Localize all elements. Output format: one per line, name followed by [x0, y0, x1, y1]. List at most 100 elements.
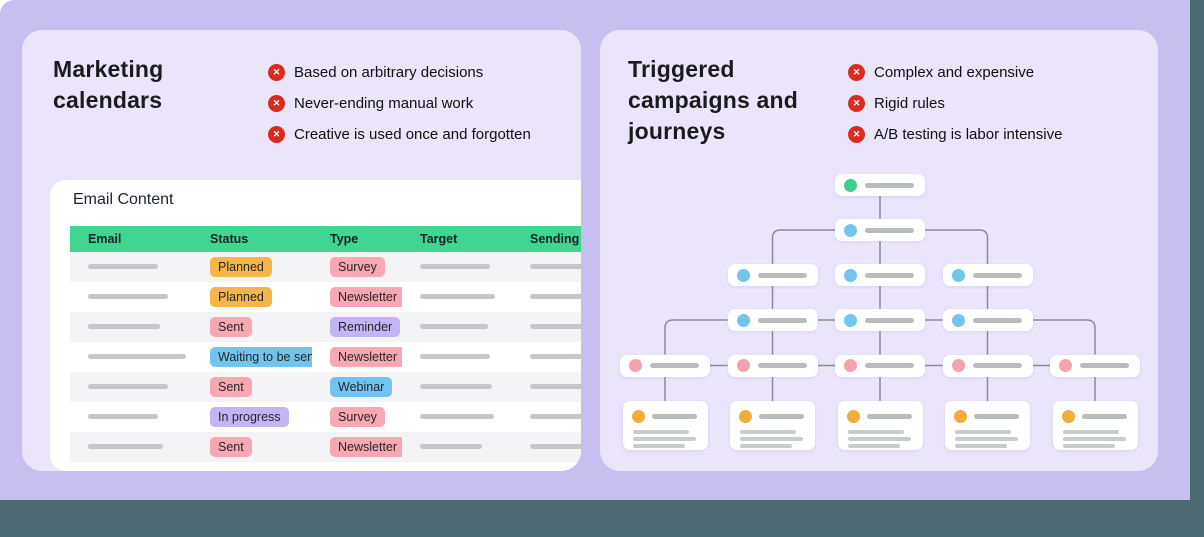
type-badge: Newsletter	[330, 437, 402, 457]
marketing-calendars-panel: Marketing calendars ✕ Based on arbitrary…	[22, 30, 581, 471]
journey-node	[835, 354, 925, 377]
node-label-placeholder	[865, 272, 914, 278]
node-label-placeholder	[1080, 363, 1129, 368]
node-label-placeholder	[757, 363, 807, 368]
list-item: ✕ Rigid rules	[848, 94, 1062, 112]
card-title-placeholder	[866, 414, 912, 419]
column-header-email: Email	[88, 232, 122, 246]
card-text-placeholder	[632, 437, 696, 441]
table-row: In progress Survey	[70, 402, 581, 432]
node-label-placeholder	[865, 182, 914, 188]
journey-detail-card	[837, 401, 923, 450]
status-badge: In progress	[210, 407, 289, 427]
journey-diagram	[600, 30, 1158, 471]
email-placeholder-bar	[88, 324, 160, 330]
journey-node	[727, 354, 818, 377]
node-status-dot	[844, 268, 857, 282]
sending-placeholder-bar	[530, 324, 581, 330]
node-label-placeholder	[757, 317, 807, 323]
card-title-placeholder	[759, 414, 804, 419]
bullet-text: Creative is used once and forgotten	[294, 125, 531, 143]
node-status-dot	[951, 313, 965, 327]
target-placeholder-bar	[420, 414, 494, 420]
email-placeholder-bar	[88, 354, 186, 360]
node-label-placeholder	[972, 363, 1022, 368]
teal-edge-bottom	[0, 500, 1204, 537]
card-text-placeholder	[955, 430, 1011, 434]
triggered-campaigns-panel: Triggered campaigns and journeys ✕ Compl…	[600, 30, 1158, 471]
journey-node	[620, 354, 710, 377]
left-bullet-list: ✕ Based on arbitrary decisions ✕ Never-e…	[268, 63, 531, 143]
connector-lines	[664, 196, 1096, 401]
card-text-placeholder	[847, 437, 911, 441]
table-row: Waiting to be sent Newsletter	[70, 342, 581, 372]
column-header-type: Type	[330, 232, 359, 246]
card-status-dot	[631, 410, 645, 423]
card-status-dot	[1061, 410, 1075, 423]
column-header-status: Status	[210, 232, 249, 246]
teal-edge-right	[1190, 0, 1204, 537]
sending-placeholder-bar	[530, 354, 581, 360]
card-status-dot	[954, 410, 967, 423]
node-status-dot	[844, 359, 857, 372]
node-label-placeholder	[650, 363, 699, 368]
card-title: Email Content	[73, 191, 174, 208]
sending-placeholder-bar	[530, 384, 581, 390]
bullet-text: Based on arbitrary decisions	[294, 63, 484, 81]
card-text-placeholder	[1062, 444, 1115, 448]
card-text-placeholder	[955, 444, 1007, 448]
sending-placeholder-bar	[530, 264, 581, 270]
node-status-dot	[736, 268, 750, 282]
target-placeholder-bar	[420, 444, 482, 450]
x-circle-icon: ✕	[848, 63, 865, 81]
journey-detail-card	[730, 401, 815, 450]
type-badge: Newsletter	[330, 287, 402, 307]
card-text-placeholder	[1062, 437, 1126, 441]
card-text-placeholder	[1062, 430, 1119, 434]
type-badge: Newsletter	[330, 347, 402, 367]
column-header-target: Target	[420, 232, 458, 246]
table-header-row: Email Status Type Target Sending	[70, 226, 581, 252]
email-placeholder-bar	[88, 264, 158, 270]
sending-placeholder-bar	[530, 294, 581, 300]
email-placeholder-bar	[88, 444, 163, 450]
card-title-placeholder	[974, 414, 1019, 419]
node-label-placeholder	[972, 317, 1022, 323]
email-content-card: Email Content Email Status Type Target S…	[50, 180, 581, 471]
card-status-dot	[846, 410, 860, 423]
card-text-placeholder	[955, 437, 1018, 441]
status-badge: Waiting to be sent	[210, 347, 312, 367]
target-placeholder-bar	[420, 384, 492, 390]
node-status-dot	[1059, 359, 1072, 372]
journey-detail-card	[622, 401, 708, 450]
page-title: Triggered campaigns and journeys	[628, 56, 799, 144]
x-circle-icon: ✕	[268, 94, 285, 112]
target-placeholder-bar	[420, 324, 488, 330]
node-status-dot	[951, 359, 965, 372]
card-text-placeholder	[632, 430, 689, 434]
type-badge: Reminder	[330, 317, 401, 337]
type-badge: Survey	[330, 407, 385, 427]
journey-node	[1050, 354, 1140, 377]
journey-node	[942, 264, 1033, 286]
journey-node	[942, 354, 1033, 377]
node-status-dot	[844, 223, 857, 237]
x-circle-icon: ✕	[268, 63, 285, 81]
status-badge: Planned	[210, 287, 272, 307]
journey-node	[835, 219, 925, 241]
status-badge: Sent	[210, 317, 252, 337]
bullet-text: Never-ending manual work	[294, 94, 474, 112]
node-label-placeholder	[865, 317, 914, 323]
column-header-sending: Sending	[530, 232, 580, 246]
journey-node	[727, 264, 818, 286]
node-status-dot	[736, 359, 750, 372]
lavender-sheet: Marketing calendars ✕ Based on arbitrary…	[0, 0, 1190, 500]
list-item: ✕ Complex and expensive	[848, 63, 1062, 81]
email-placeholder-bar	[88, 384, 168, 390]
type-badge: Webinar	[330, 377, 393, 397]
page-title: Marketing calendars	[53, 56, 164, 113]
